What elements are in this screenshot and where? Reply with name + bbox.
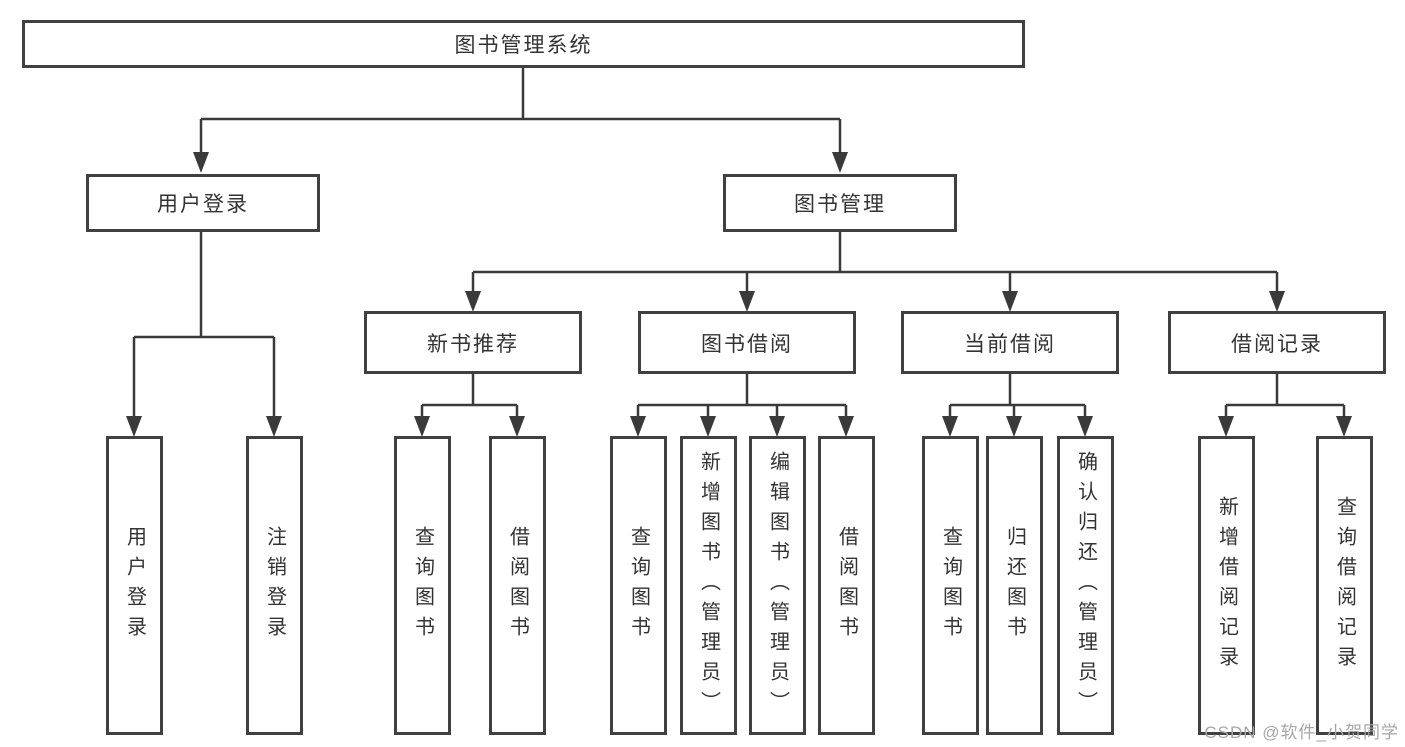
- node-system-root: 图书管理系统: [22, 20, 1025, 68]
- leaf-add-borrow-record: 新增借阅记录: [1198, 436, 1255, 735]
- leaf-user-login: 用户登录: [106, 436, 163, 735]
- node-label: 编辑图书（管理员）: [766, 450, 789, 721]
- node-borrow-records: 借阅记录: [1168, 311, 1386, 374]
- leaf-query-borrow-record: 查询借阅记录: [1316, 436, 1373, 735]
- leaf-return-books: 归还图书: [986, 436, 1043, 735]
- node-label: 查询图书: [939, 525, 962, 646]
- node-label: 注销登录: [263, 525, 286, 646]
- node-label: 确认归还（管理员）: [1074, 450, 1097, 721]
- node-new-book-recommend: 新书推荐: [364, 311, 582, 374]
- node-user-login: 用户登录: [86, 174, 320, 232]
- leaf-logout: 注销登录: [246, 436, 303, 735]
- node-label: 图书管理系统: [454, 34, 593, 57]
- node-label: 查询图书: [411, 525, 434, 646]
- node-current-borrow: 当前借阅: [901, 311, 1119, 374]
- leaf-query-books-borrow: 查询图书: [610, 436, 667, 735]
- leaf-borrow-books: 借阅图书: [818, 436, 875, 735]
- node-label: 图书管理: [794, 193, 886, 216]
- node-book-borrow: 图书借阅: [638, 311, 856, 374]
- leaf-confirm-return-admin: 确认归还（管理员）: [1057, 436, 1114, 735]
- node-label: 借阅图书: [835, 525, 858, 646]
- node-label: 新增图书（管理员）: [697, 450, 720, 721]
- node-label: 归还图书: [1003, 525, 1026, 646]
- leaf-edit-books-admin: 编辑图书（管理员）: [749, 436, 806, 735]
- node-label: 用户登录: [157, 193, 249, 216]
- node-label: 查询借阅记录: [1333, 495, 1356, 676]
- leaf-query-books-recommend: 查询图书: [394, 436, 451, 735]
- node-label: 查询图书: [627, 525, 650, 646]
- node-label: 借阅记录: [1231, 332, 1323, 356]
- node-label: 图书借阅: [701, 332, 793, 356]
- leaf-borrow-books-recommend: 借阅图书: [489, 436, 546, 735]
- node-label: 新书推荐: [427, 332, 519, 356]
- node-book-management: 图书管理: [723, 174, 957, 232]
- csdn-watermark: CSDN @软件_小贺同学: [1204, 723, 1399, 742]
- node-label: 借阅图书: [506, 525, 529, 646]
- node-label: 新增借阅记录: [1215, 495, 1238, 676]
- node-label: 用户登录: [123, 525, 146, 646]
- leaf-add-books-admin: 新增图书（管理员）: [680, 436, 737, 735]
- node-label: 当前借阅: [964, 332, 1056, 356]
- leaf-query-books-current: 查询图书: [922, 436, 979, 735]
